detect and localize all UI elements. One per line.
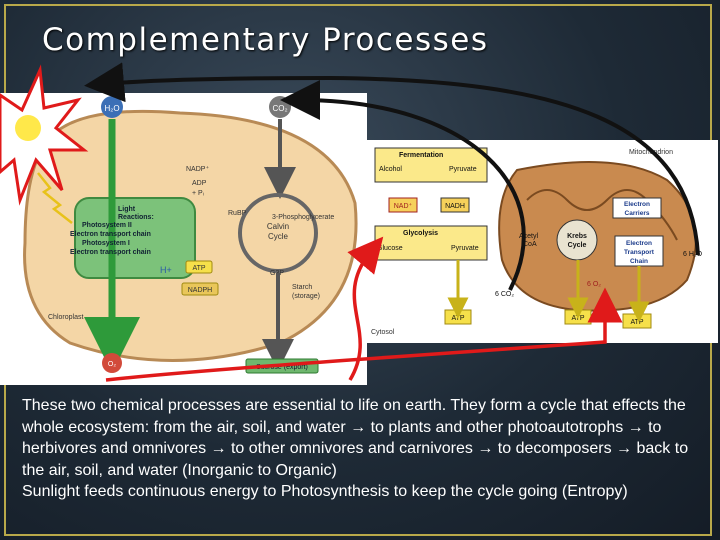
krebs-cycle-ring (556, 219, 598, 261)
o2-label: O₂ (108, 361, 116, 368)
photosynthesis-diagram: H₂O CO₂ Calvin Cycle Light Reactions: Ph… (0, 93, 367, 385)
h2o-out-label: 6 H₂O (683, 251, 703, 258)
pyruvate-top-label: Pyruvate (449, 166, 477, 173)
slide-title: Complementary Processes (42, 22, 489, 58)
respiration-diagram: Fermentation Alcohol Pyruvate Mitochondr… (367, 140, 718, 343)
acetyl-label-2: CoA (523, 241, 537, 248)
rubp-label: RuBP (228, 210, 247, 217)
sucrose-label: Sucrose (export) (256, 364, 308, 371)
nadph-label: NADPH (188, 287, 213, 294)
nadph-box (181, 282, 219, 296)
cytosol-label: Cytosol (371, 329, 395, 336)
atp-label: ATP (192, 265, 205, 272)
starch-label-2: (storage) (292, 293, 320, 300)
h2o-label: H₂O (104, 104, 119, 113)
fermentation-label: Fermentation (399, 152, 443, 159)
nad-label: NAD⁺ (394, 202, 413, 210)
glucose-label: Glucose (377, 245, 403, 252)
light-reactions-1: Light (118, 206, 136, 213)
caption-paragraph-2: Sunlight feeds continuous energy to Phot… (22, 483, 628, 500)
light-reactions-3: Photosystem II (82, 222, 132, 229)
etc-label-2: Transport (624, 249, 655, 256)
light-reactions-6: Electron transport chain (70, 249, 151, 256)
starch-label-1: Starch (292, 284, 312, 291)
krebs-label-2: Cycle (568, 242, 587, 249)
nadh-label: NADH (445, 203, 465, 210)
glycolysis-label: Glycolysis (403, 230, 438, 237)
acetyl-label-1: Acetyl (519, 233, 539, 240)
carriers-label-2: Carriers (625, 210, 650, 217)
carriers-label-1: Electron (624, 201, 650, 208)
light-reactions-4: Electron transport chain (70, 231, 151, 238)
alcohol-label: Alcohol (379, 166, 402, 173)
hplus-label: H+ (160, 265, 172, 275)
o2-in-label: 6 O₂ (587, 281, 601, 288)
light-reactions-5: Photosystem I (82, 240, 130, 247)
pga-label: 3-Phosphoglycerate (272, 214, 334, 221)
co2-out-label: 6 CO₂ (495, 291, 514, 298)
light-label: Light (20, 158, 35, 165)
atp-box (185, 260, 213, 274)
atp-label-3: ATP (630, 319, 643, 326)
krebs-label-1: Krebs (567, 233, 587, 240)
caption-paragraph-1: These two chemical processes are essenti… (22, 397, 689, 479)
caption-text: These two chemical processes are essenti… (22, 395, 702, 503)
etc-label-3: Chain (630, 258, 648, 265)
atp-label-1: ATP (451, 315, 464, 322)
light-reactions-2: Reactions: (118, 214, 154, 221)
etc-label-1: Electron (626, 240, 652, 247)
calvin-label-2: Cycle (268, 232, 289, 241)
pyruvate-label: Pyruvate (451, 245, 479, 252)
atp-label-2: ATP (571, 315, 584, 322)
pi-label: + Pᵢ (192, 190, 204, 197)
chloroplast-label: Chloroplast (48, 314, 83, 321)
nadp-label: NADP⁺ (186, 165, 209, 173)
calvin-label-1: Calvin (267, 222, 289, 231)
mitochondrion-label: Mitochondrion (629, 149, 673, 156)
adp-label: ADP (192, 180, 207, 187)
co2-label: CO₂ (272, 104, 287, 113)
